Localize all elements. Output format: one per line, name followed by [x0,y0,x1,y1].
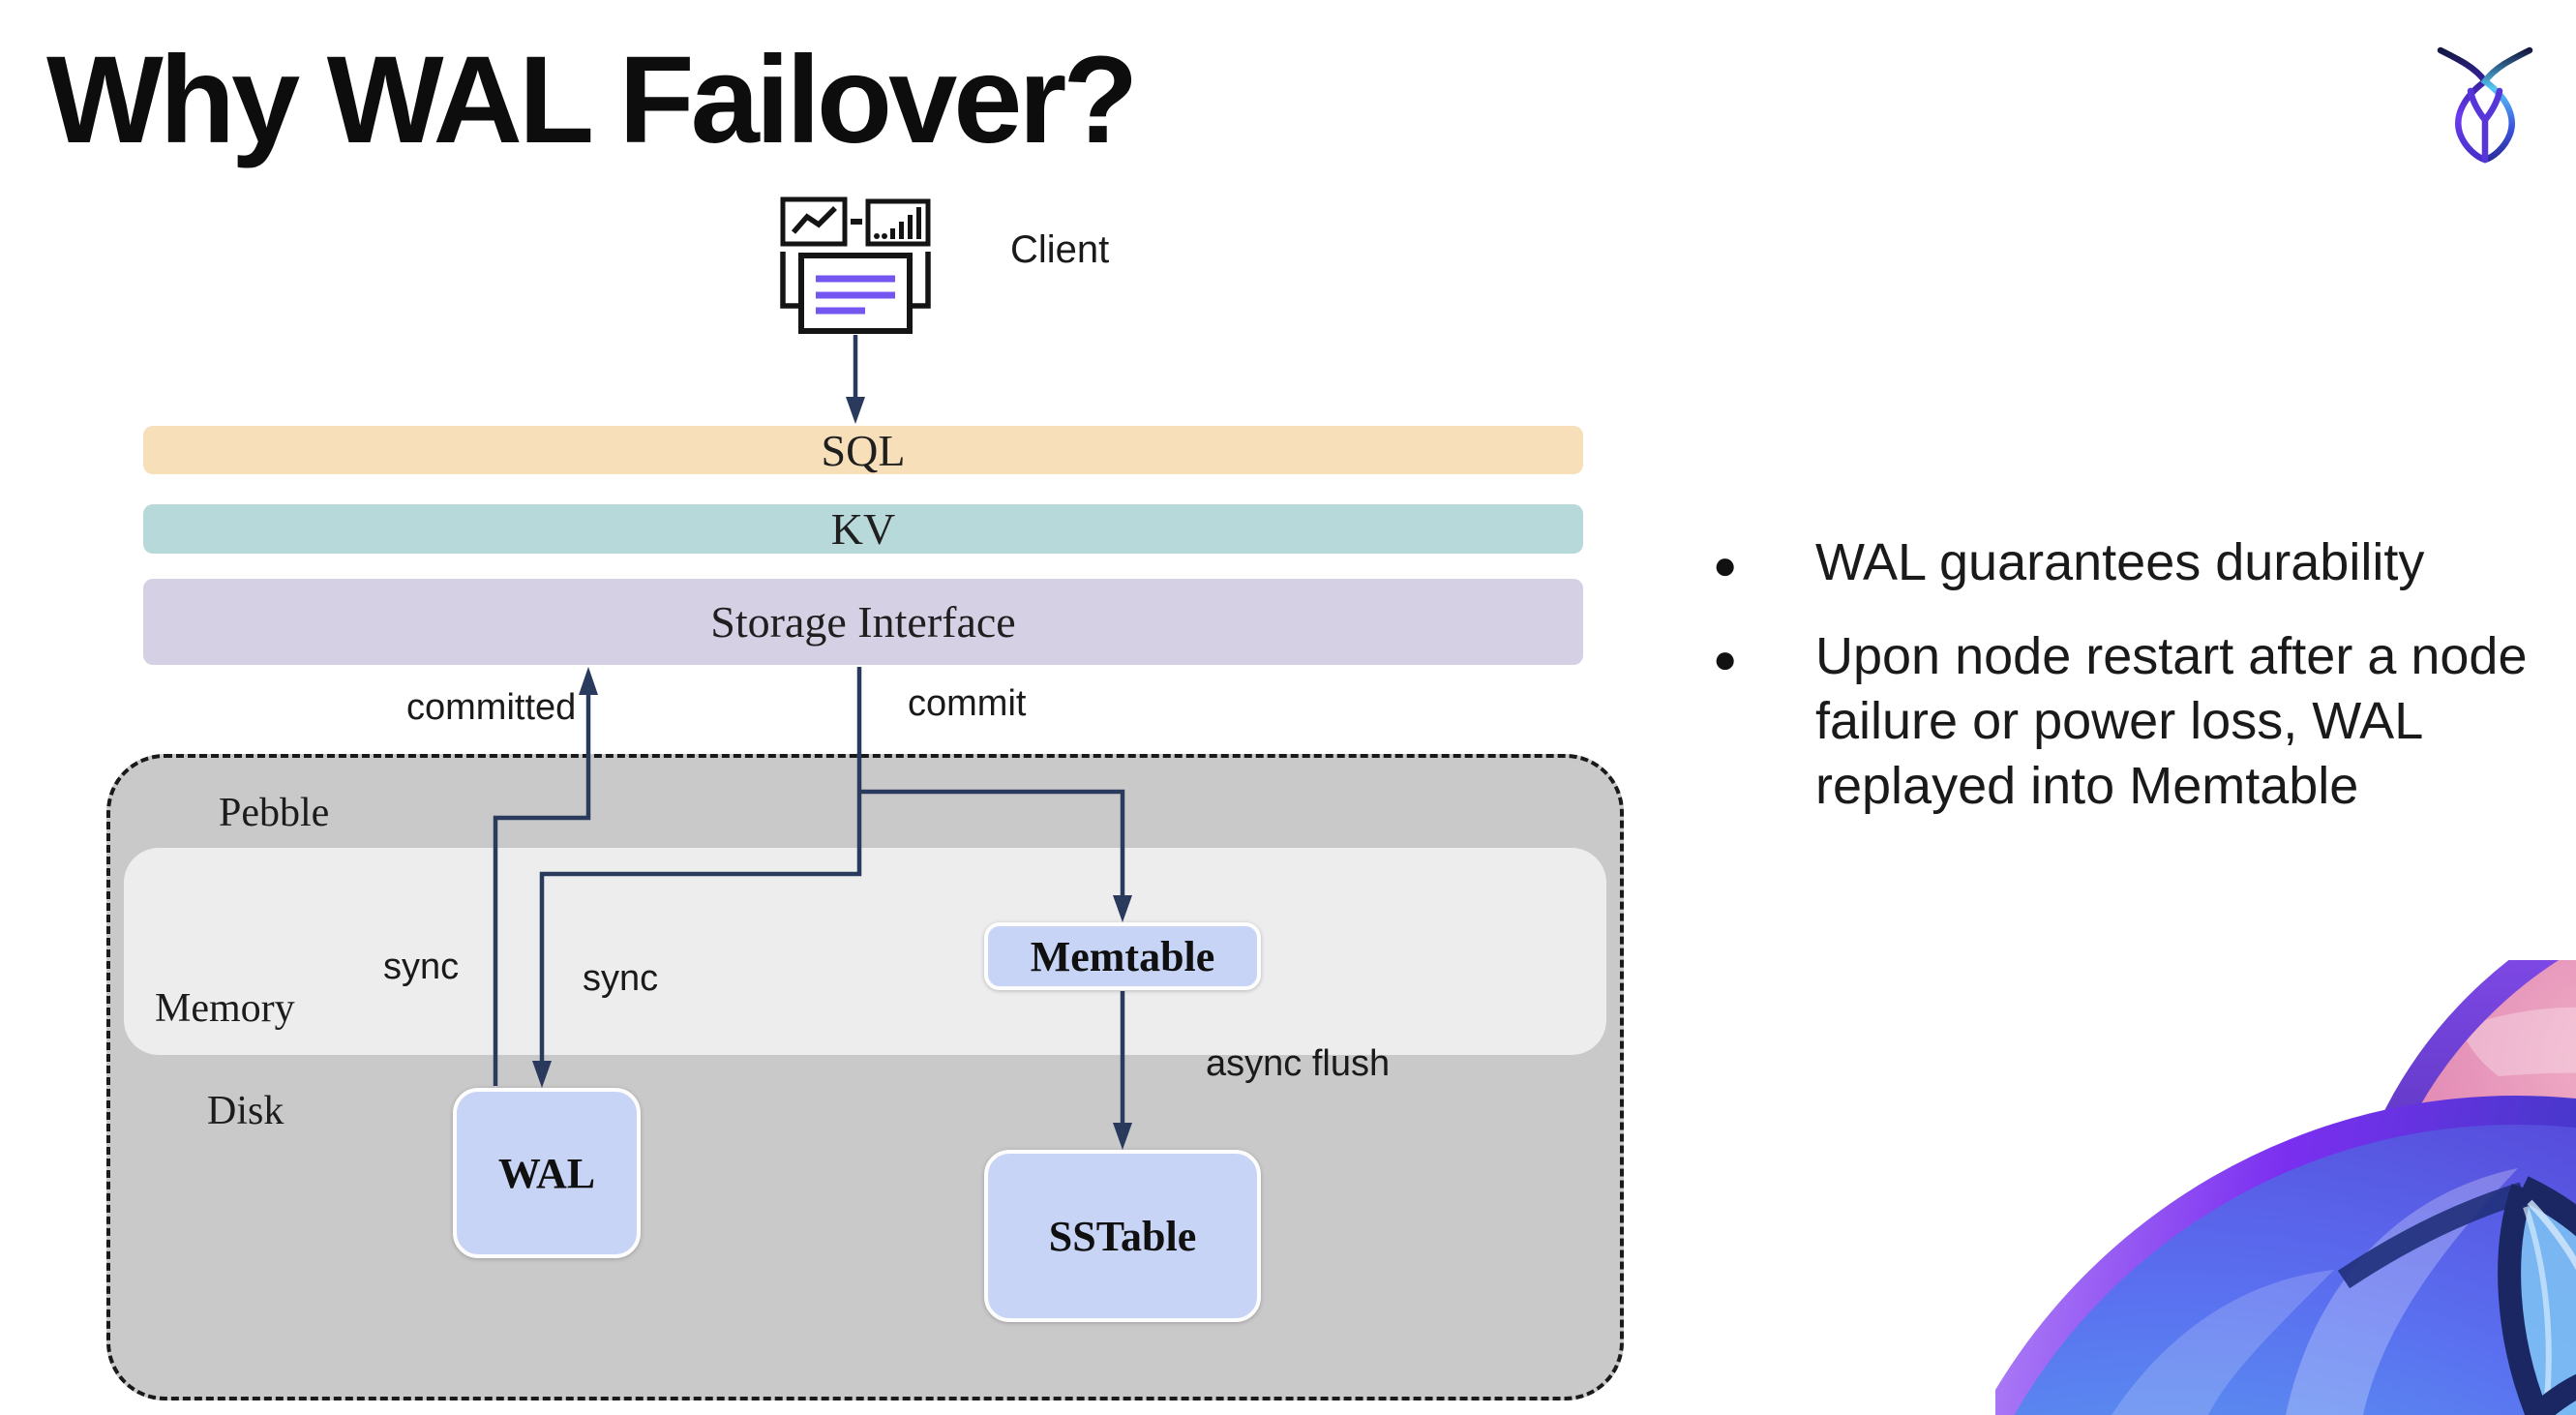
page-title: Why WAL Failover? [46,31,1138,169]
memory-label: Memory [155,986,295,1031]
pebble-label: Pebble [219,791,330,835]
layer-bar-storage-interface: Storage Interface [143,579,1583,665]
edge-label-committed: committed [406,687,577,728]
bullet-item: WAL guarantees durability [1713,530,2545,597]
wal-label: WAL [497,1149,596,1197]
sstable-label: SSTable [1048,1212,1197,1260]
brand-corner-art [1995,960,2576,1415]
bullet-list: WAL guarantees durability Upon node rest… [1713,530,2545,819]
layer-bar-kv: KV [143,504,1583,554]
node-memtable: Memtable [984,922,1261,990]
layer-label-storage-interface: Storage Interface [710,597,1016,647]
cockroach-logo-icon [2437,46,2533,164]
bullet-item: Upon node restart after a node failure o… [1713,624,2545,819]
node-wal: WAL [453,1088,641,1258]
layer-bar-sql: SQL [143,425,1583,475]
layer-label-sql: SQL [821,425,906,475]
layer-label-kv: KV [830,504,896,554]
client-devices-icon [780,196,931,334]
memtable-label: Memtable [1030,932,1215,980]
disk-label: Disk [207,1089,285,1133]
edge-label-sync-right: sync [583,958,659,999]
node-sstable: SSTable [984,1150,1261,1322]
memory-region [124,848,1606,1055]
edge-label-async-flush: async flush [1206,1043,1391,1084]
edge-label-sync-left: sync [383,947,460,987]
client-label: Client [1010,228,1110,271]
edge-label-commit: commit [908,683,1027,724]
